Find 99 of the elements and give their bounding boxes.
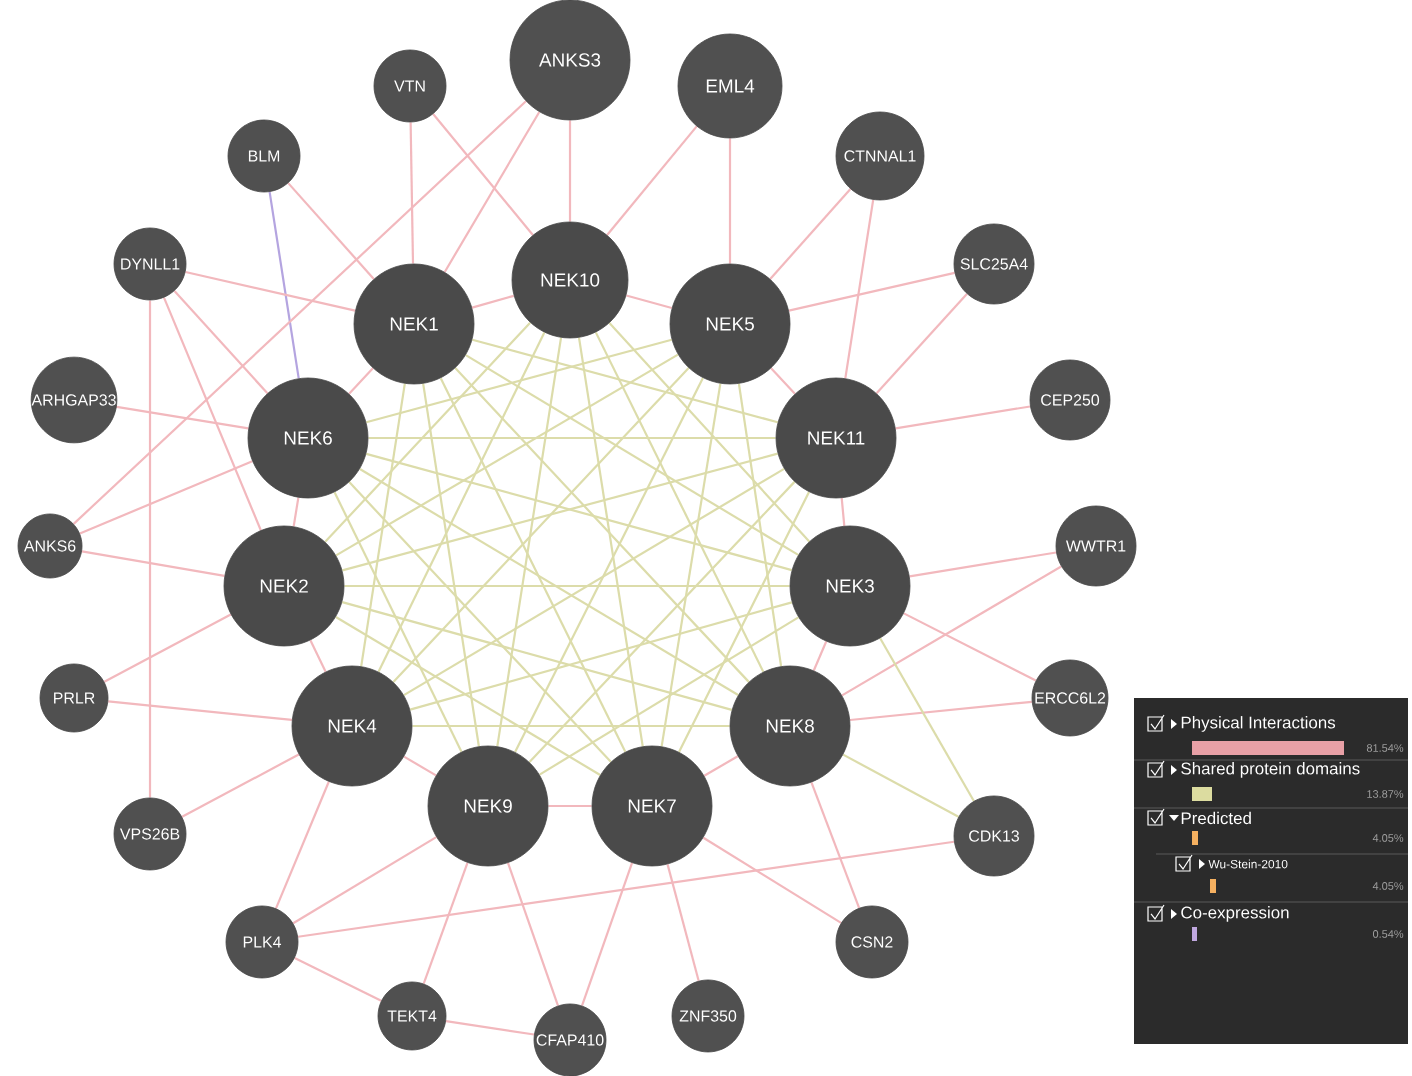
network-edge: [377, 331, 546, 673]
network-edge: [181, 753, 300, 818]
network-edge: [548, 804, 592, 808]
network-edge: [173, 290, 269, 394]
network-edge: [333, 491, 463, 753]
network-edge: [422, 383, 480, 747]
query-gene-node: NEK3: [789, 525, 911, 647]
network-edge: [81, 550, 225, 577]
network-edge: [403, 755, 437, 777]
network-edge: [702, 836, 842, 924]
network-edge: [850, 700, 1032, 722]
legend-label: Physical Interactions: [1181, 716, 1336, 732]
gene-node: ANKS3: [509, 0, 631, 121]
query-gene-node: NEK7: [591, 745, 713, 867]
query-gene-node: NEK6: [247, 377, 369, 499]
network-edge: [678, 491, 810, 753]
query-gene-node: NEK4: [291, 665, 413, 787]
network-edge: [348, 367, 374, 395]
network-edge: [341, 601, 733, 711]
network-edge: [103, 613, 232, 683]
network-edge: [297, 840, 955, 938]
network-edge: [185, 270, 356, 312]
network-edge: [769, 188, 852, 280]
network-edge: [287, 182, 375, 280]
network-edge: [403, 467, 785, 697]
network-edge: [409, 601, 793, 711]
query-gene-node: NEK10: [511, 221, 629, 339]
network-edge: [875, 293, 968, 395]
network-edge: [422, 862, 469, 984]
network-edge: [344, 584, 790, 588]
query-gene-node: NEK2: [223, 525, 345, 647]
network-edge: [810, 782, 861, 909]
network-edge: [348, 481, 612, 763]
network-edge: [275, 781, 330, 909]
network-edge: [812, 641, 828, 671]
network-edge: [445, 1020, 535, 1036]
network-edge: [294, 957, 382, 1002]
network-edge: [163, 297, 262, 531]
network-edge: [788, 271, 955, 312]
network-edge: [368, 436, 776, 440]
network-edge: [409, 122, 415, 264]
network-edge: [72, 100, 527, 525]
network-edge: [577, 337, 644, 747]
network-edge: [514, 377, 704, 753]
network-edge: [608, 322, 811, 543]
network-edge: [903, 612, 1037, 682]
network-edge: [539, 616, 799, 776]
network-edge: [412, 724, 730, 728]
network-edge: [895, 405, 1031, 430]
network-edge: [432, 113, 534, 236]
network-edge: [594, 331, 765, 673]
network-edge: [443, 111, 541, 273]
network-edge: [148, 300, 152, 798]
network-edge: [626, 294, 673, 310]
network-edge: [471, 294, 515, 309]
query-gene-node: NEK8: [729, 665, 851, 787]
network-edge: [366, 338, 672, 424]
network-edge: [879, 637, 975, 802]
network-edge: [108, 700, 293, 722]
network-edge: [506, 862, 559, 1006]
network-edge: [465, 354, 799, 556]
network-edge: [840, 498, 846, 526]
network-edge: [324, 321, 531, 543]
network-edge: [660, 383, 722, 747]
network-edge: [335, 616, 601, 776]
network-edge: [728, 138, 732, 264]
network-edge: [606, 125, 698, 236]
legend-label: Co-expression: [1181, 906, 1289, 922]
network-edge: [454, 367, 750, 683]
network-edge: [703, 755, 739, 777]
network-edge: [309, 639, 327, 673]
network-edge: [909, 551, 1057, 578]
network-edge: [737, 383, 783, 667]
legend-label: Predicted: [1181, 811, 1251, 825]
network-edge: [581, 862, 634, 1006]
network-edge: [472, 338, 778, 424]
network-edge: [392, 367, 690, 683]
gene-node: EML4: [677, 33, 783, 139]
network-edge: [666, 864, 700, 982]
legend-label: Shared protein domains: [1181, 762, 1360, 778]
query-gene-node: NEK11: [775, 377, 897, 499]
network-edge: [360, 383, 406, 667]
network-edge: [528, 481, 796, 763]
network-edge: [292, 836, 437, 925]
network-edge: [496, 337, 563, 747]
network-edge: [844, 199, 875, 379]
query-gene-node: NEK9: [427, 745, 549, 867]
network-edge: [568, 120, 572, 222]
network-edge: [770, 367, 796, 395]
network-edge: [268, 191, 300, 379]
network-edge: [439, 377, 627, 753]
network-edge: [292, 497, 300, 527]
network-edge: [841, 565, 1062, 697]
network-edge: [335, 353, 679, 557]
query-gene-node: NEK5: [669, 263, 791, 385]
network-edge: [359, 468, 739, 696]
network-edge: [79, 460, 253, 535]
network-edge: [842, 753, 959, 818]
query-gene-node: NEK1: [353, 263, 475, 385]
